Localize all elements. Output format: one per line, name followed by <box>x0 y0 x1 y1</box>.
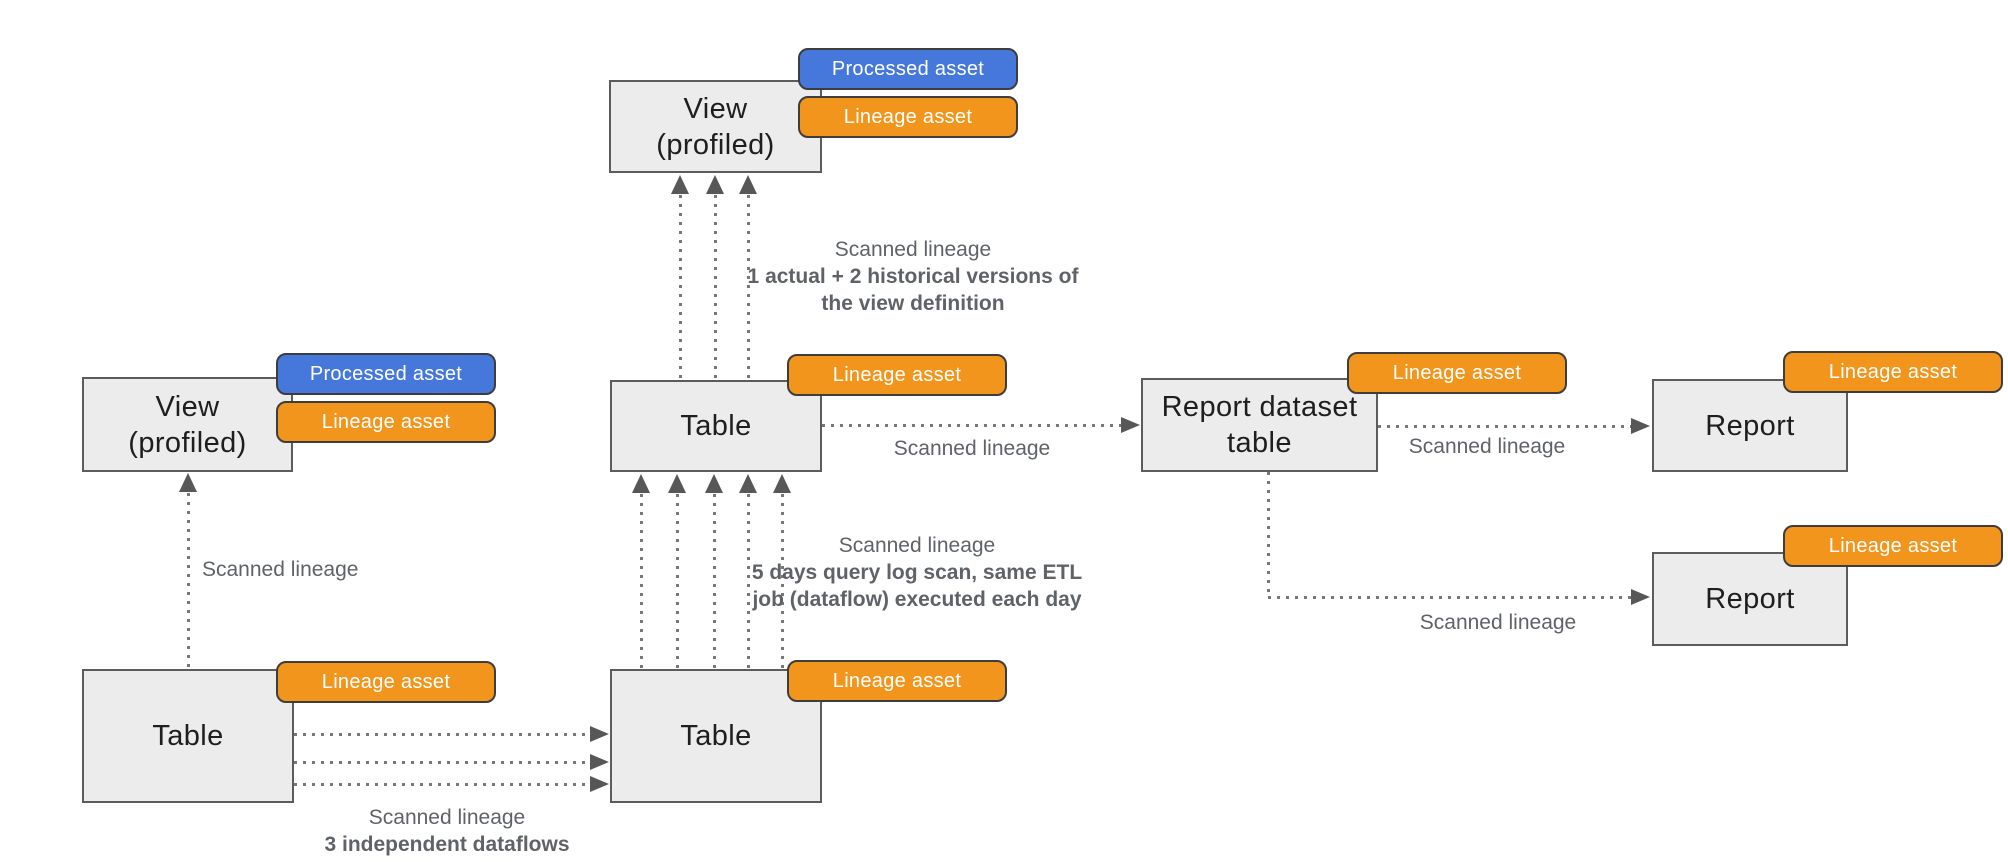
arrow-line-table-bottom-to-table-mid-3 <box>713 494 716 669</box>
badge-lineage-asset-view-left: Lineage asset <box>276 401 496 443</box>
node-view-top-label-line2: (profiled) <box>656 128 775 161</box>
annotation-view-definition-scanned: Scanned lineage <box>834 238 992 261</box>
arrow-line-report-dataset-to-report-bottom-vertical <box>1267 472 1270 598</box>
arrow-head-table-bottom-to-table-mid-5 <box>773 474 791 493</box>
node-report-dataset-table: Report dataset table <box>1141 378 1378 472</box>
annotation-scanned-report-dataset-to-report-bottom: Scanned lineage <box>1419 611 1577 634</box>
badge-lineage-asset-table-bottom-left: Lineage asset <box>276 661 496 703</box>
arrow-head-report-dataset-to-report-top <box>1631 418 1650 434</box>
arrow-line-table-mid-to-view-top-3 <box>747 195 750 378</box>
annotation-scanned-left-vertical: Scanned lineage <box>202 558 359 581</box>
annotation-scanned-table-mid-to-report-dataset: Scanned lineage <box>893 437 1051 460</box>
annotation-view-definition-bold-2: the view definition <box>821 292 1005 315</box>
node-view-top-label-line1: View <box>683 92 748 125</box>
arrow-head-table-bottom-to-table-mid-1 <box>632 474 650 493</box>
arrow-head-table-mid-to-view-top-3 <box>739 175 757 194</box>
node-report-bottom-label: Report <box>1705 583 1795 615</box>
arrow-head-report-dataset-to-report-bottom <box>1631 589 1650 605</box>
node-view-left-label-line1: View <box>155 390 220 423</box>
badge-processed-asset-view-top: Processed asset <box>798 48 1018 90</box>
arrow-line-table-mid-to-view-top-1 <box>679 195 682 378</box>
node-report-bottom: Report <box>1652 552 1848 646</box>
node-table-bottom-center: Table <box>610 669 822 803</box>
arrow-head-dataflow-3 <box>590 776 609 792</box>
annotation-dataflows-bold: 3 independent dataflows <box>324 833 570 856</box>
badge-lineage-asset-report-bottom: Lineage asset <box>1783 525 2003 567</box>
node-report-dataset-table-label-line1: Report dataset <box>1161 391 1358 423</box>
arrow-line-table-bottom-to-table-mid-1 <box>640 494 643 669</box>
arrow-line-table-bottom-to-table-mid-5 <box>781 494 784 669</box>
node-view-left-label-line2: (profiled) <box>128 426 247 459</box>
arrow-line-dataflow-3 <box>294 783 590 786</box>
arrow-line-report-dataset-to-report-top <box>1378 425 1632 428</box>
arrow-head-table-bottom-left-to-view-left <box>179 473 197 492</box>
arrow-head-table-bottom-to-table-mid-3 <box>705 474 723 493</box>
node-table-mid: Table <box>610 380 822 472</box>
badge-lineage-asset-view-top: Lineage asset <box>798 96 1018 138</box>
badge-lineage-asset-report-top: Lineage asset <box>1783 351 2003 393</box>
node-view-top: View (profiled) <box>609 80 822 173</box>
arrow-line-table-bottom-to-table-mid-2 <box>676 494 679 669</box>
annotation-dataflows: Scanned lineage 3 independent dataflows <box>324 804 569 858</box>
annotation-view-definition: Scanned lineage 1 actual + 2 historical … <box>748 236 1079 317</box>
annotation-scanned-report-dataset-to-report-top: Scanned lineage <box>1408 435 1566 458</box>
arrow-head-dataflow-2 <box>590 754 609 770</box>
arrow-line-dataflow-2 <box>294 761 590 764</box>
arrow-head-dataflow-1 <box>590 726 609 742</box>
arrow-head-table-mid-to-view-top-2 <box>706 175 724 194</box>
node-report-dataset-table-label-line2: table <box>1227 427 1292 459</box>
arrow-head-table-mid-to-view-top-1 <box>671 175 689 194</box>
node-table-bottom-left-label: Table <box>152 720 224 752</box>
arrow-line-dataflow-1 <box>294 733 590 736</box>
arrow-line-table-mid-to-view-top-2 <box>714 195 717 378</box>
arrow-line-table-mid-to-report-dataset <box>822 424 1122 427</box>
node-table-mid-label: Table <box>680 410 752 442</box>
annotation-etl-scanned: Scanned lineage <box>838 534 996 557</box>
annotation-etl: Scanned lineage 5 days query log scan, s… <box>752 532 1082 613</box>
arrow-line-table-bottom-to-table-mid-4 <box>747 494 750 669</box>
node-table-bottom-left: Table <box>82 669 294 803</box>
badge-lineage-asset-table-mid: Lineage asset <box>787 354 1007 396</box>
node-table-bottom-center-label: Table <box>680 720 752 752</box>
badge-lineage-asset-table-bottom-center: Lineage asset <box>787 660 1007 702</box>
arrow-head-table-bottom-to-table-mid-2 <box>668 474 686 493</box>
arrow-head-table-mid-to-report-dataset <box>1121 417 1140 433</box>
annotation-dataflows-scanned: Scanned lineage <box>368 806 526 829</box>
annotation-etl-bold-1: 5 days query log scan, same ETL <box>751 561 1083 584</box>
node-report-top: Report <box>1652 379 1848 472</box>
arrow-head-table-bottom-to-table-mid-4 <box>739 474 757 493</box>
arrow-line-report-dataset-to-report-bottom-horizontal <box>1268 596 1632 599</box>
annotation-view-definition-bold-1: 1 actual + 2 historical versions of <box>747 265 1079 288</box>
badge-lineage-asset-report-dataset: Lineage asset <box>1347 352 1567 394</box>
badge-processed-asset-view-left: Processed asset <box>276 353 496 395</box>
annotation-etl-bold-2: job (dataflow) executed each day <box>752 588 1082 611</box>
arrow-line-table-bottom-left-to-view-left <box>187 493 190 669</box>
node-view-left: View (profiled) <box>82 377 293 472</box>
node-report-top-label: Report <box>1705 409 1795 442</box>
